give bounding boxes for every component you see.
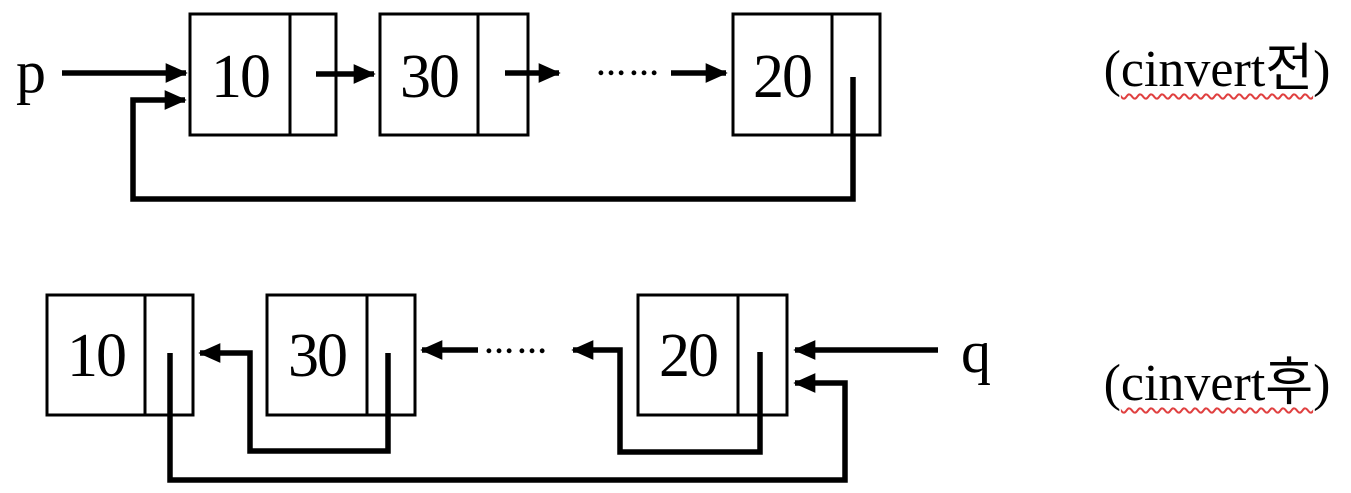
node-box-30-after [265, 293, 417, 417]
caption-after-open-paren: ( [1103, 355, 1121, 412]
node-value-10-after: 10 [67, 322, 127, 390]
circular-link-20-to-10 [130, 77, 856, 202]
node-value-30-before: 30 [400, 43, 460, 111]
node-box-20-before [731, 12, 882, 137]
before-diagram [62, 12, 882, 202]
circular-link-10-to-20 [167, 353, 848, 483]
ellipsis-before: …… [596, 49, 662, 82]
arrow-20-to-ellipsis [571, 340, 763, 455]
after-diagram [45, 293, 938, 483]
caption-after-close-paren: ) [1313, 355, 1331, 412]
caption-after-word: cinvert후 [1120, 355, 1314, 412]
ellipsis-after: …… [484, 327, 550, 360]
node-value-10-before: 10 [211, 43, 271, 111]
node-box-20-after [636, 293, 789, 417]
caption-before-word: cinvert전 [1120, 41, 1314, 98]
caption-after: (cinvert후) [1104, 358, 1331, 410]
node-value-20-after: 20 [659, 322, 719, 390]
pointer-label-p: p [16, 39, 46, 105]
caption-before: (cinvert전) [1104, 44, 1331, 96]
caption-before-open-paren: ( [1103, 41, 1121, 98]
pointer-label-q: q [961, 319, 991, 385]
caption-before-close-paren: ) [1313, 41, 1331, 98]
node-box-10-after [45, 293, 195, 417]
arrow-30-to-10 [198, 343, 391, 454]
node-value-20-before: 20 [753, 43, 813, 111]
node-value-30-after: 30 [288, 322, 348, 390]
